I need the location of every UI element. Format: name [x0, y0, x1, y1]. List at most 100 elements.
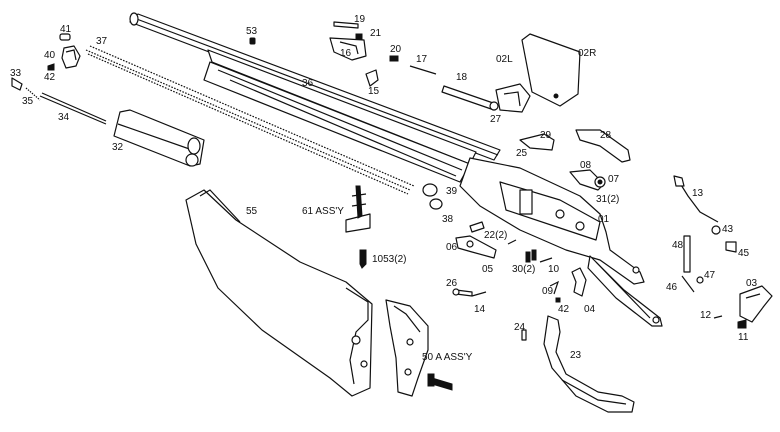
label-02L: 02L: [496, 54, 513, 65]
label-29: 29: [540, 130, 552, 141]
label-30-2: 30(2): [512, 264, 535, 275]
label-42: 42: [44, 72, 56, 83]
part-45-plate: [725, 241, 737, 253]
label-33: 33: [10, 68, 22, 79]
label-03: 03: [746, 278, 758, 289]
part-46-spring: [681, 275, 695, 293]
part-30-pins: [525, 249, 537, 263]
part-11-screw: [737, 319, 747, 329]
label-27: 27: [490, 114, 502, 125]
label-36: 36: [302, 78, 314, 89]
part-27-bolt: [495, 83, 531, 113]
part-06-lever: [455, 235, 497, 259]
label-38: 38: [442, 214, 454, 225]
label-28: 28: [600, 130, 612, 141]
label-34: 34: [58, 112, 70, 123]
part-34-pin: [39, 92, 107, 125]
label-24: 24: [514, 322, 526, 333]
part-12-pin: [713, 315, 723, 319]
label-19: 19: [354, 14, 366, 25]
part-20-spring: [389, 55, 399, 62]
part-53-small-pin: [249, 37, 256, 45]
label-13: 13: [692, 188, 704, 199]
label-46: 46: [666, 282, 678, 293]
part-1053-screw: [359, 249, 367, 269]
label-55: 55: [246, 206, 258, 217]
part-02R-side-plate: [521, 33, 581, 107]
label-11: 11: [738, 332, 749, 343]
part-13-spring: [673, 175, 719, 223]
part-16-hammer-block: [329, 37, 367, 61]
label-35: 35: [22, 96, 34, 107]
part-small-pin: [507, 239, 517, 245]
label-09: 09: [542, 286, 554, 297]
label-12: 12: [700, 310, 712, 321]
label-07: 07: [608, 174, 620, 185]
part-03-hammer: [739, 285, 773, 323]
part-55-buttstock: [185, 189, 373, 397]
label-32: 32: [112, 142, 124, 153]
part-19-pin: [333, 21, 359, 29]
label-48: 48: [672, 240, 684, 251]
part-48-pin: [683, 235, 691, 273]
label-25: 25: [516, 148, 528, 159]
part-22-pins: [469, 221, 485, 233]
part-23-lever: [543, 315, 635, 413]
part-43-screw: [711, 225, 721, 235]
part-39-spacer: [422, 183, 438, 197]
part-24-pin: [521, 329, 527, 341]
label-31-2: 31(2): [596, 194, 619, 205]
label-53: 53: [246, 26, 258, 37]
label-1053-2: 1053(2): [372, 254, 406, 265]
part-07-screw: [594, 176, 606, 188]
label-02R: 02R: [578, 48, 596, 59]
label-40: 40: [44, 50, 56, 61]
label-10: 10: [548, 264, 560, 275]
part-40-cap: [61, 45, 81, 69]
label-41: 41: [60, 24, 72, 35]
label-05: 05: [482, 264, 494, 275]
part-32-forearm: [113, 109, 205, 167]
label-26: 26: [446, 278, 458, 289]
part-50-buttplate: [385, 299, 429, 397]
part-26-screw: [452, 288, 473, 297]
part-42-small-screw: [555, 297, 561, 303]
label-15: 15: [368, 86, 380, 97]
part-screw-buttplate: [427, 373, 453, 391]
label-01: 01: [598, 214, 610, 225]
label-50-assy: 50 A ASS'Y: [422, 352, 473, 363]
part-18-rod: [441, 85, 499, 111]
part-35-spring: [25, 87, 41, 101]
label-47: 47: [704, 270, 716, 281]
label-22-2: 22(2): [484, 230, 507, 241]
part-labels: 41 40 42 33 35 34 37 32 36 53 19 21 16 2…: [10, 14, 758, 363]
part-04-trigger: [571, 267, 587, 297]
part-36-barrel: [129, 12, 501, 183]
label-23: 23: [570, 350, 582, 361]
label-16: 16: [340, 48, 352, 59]
label-08: 08: [580, 160, 592, 171]
label-04: 04: [584, 304, 596, 315]
part-09-spring: [549, 280, 560, 295]
part-33-screw: [11, 77, 23, 91]
part-28-link: [575, 129, 631, 163]
part-37-magazine-spring: [85, 45, 415, 195]
part-41-pin: [59, 33, 71, 41]
part-29-lever: [519, 133, 555, 151]
part-38-spacer: [429, 198, 443, 210]
label-43: 43: [722, 224, 734, 235]
label-37: 37: [96, 36, 108, 47]
label-14: 14: [474, 304, 486, 315]
label-21: 21: [370, 28, 382, 39]
label-61-assy: 61 ASS'Y: [302, 206, 344, 217]
part-42-screw: [47, 63, 55, 71]
label-39: 39: [446, 186, 458, 197]
part-01-receiver: [459, 157, 663, 327]
label-20: 20: [390, 44, 402, 55]
label-17: 17: [416, 54, 428, 65]
label-45: 45: [738, 248, 750, 259]
label-42b: 42: [558, 304, 570, 315]
part-61-rear-sight: [345, 185, 371, 233]
